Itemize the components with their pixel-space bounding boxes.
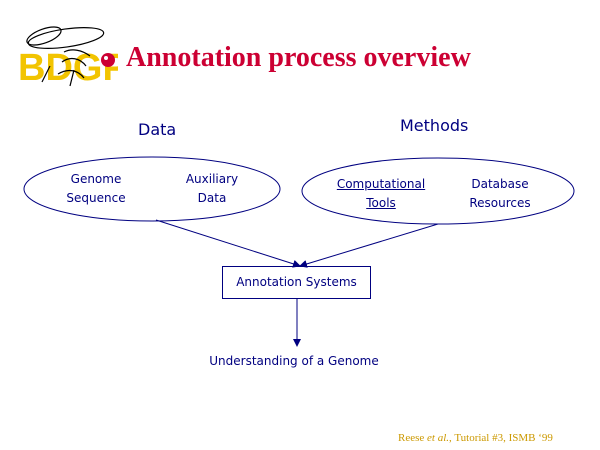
citation-etal: et al. xyxy=(427,432,450,444)
genome-sequence-line1: Genome xyxy=(70,172,122,186)
eye-highlight xyxy=(104,56,108,60)
auxiliary-data-line1: Auxiliary xyxy=(185,172,239,186)
database-resources-line1: Database xyxy=(471,177,529,191)
methods-to-annotation-connector xyxy=(299,223,439,268)
citation-rest: , Tutorial #3, ISMB ‘99 xyxy=(449,432,553,444)
data-to-annotation-connector xyxy=(155,219,301,268)
bdgp-logo: BDGP xyxy=(18,26,118,88)
fly-eye-icon xyxy=(101,53,115,67)
auxiliary-data-label: Auxiliary Data xyxy=(172,170,252,208)
auxiliary-data-line2: Data xyxy=(197,191,227,205)
data-ellipse xyxy=(23,156,281,222)
genome-sequence-label: Genome Sequence xyxy=(56,170,136,208)
fly-icon xyxy=(26,26,105,87)
logo-lettering: BDGP xyxy=(18,47,118,88)
citation-authors: Reese xyxy=(398,432,428,444)
database-resources-line2: Resources xyxy=(469,196,531,210)
outcome-label: Understanding of a Genome xyxy=(209,354,379,368)
computational-tools-line2[interactable]: Tools xyxy=(366,196,396,210)
computational-tools-line1[interactable]: Computational xyxy=(336,177,426,191)
database-resources-label: Database Resources xyxy=(455,175,545,213)
citation: Reese et al., Tutorial #3, ISMB ‘99 xyxy=(398,432,553,444)
slide-title: Annotation process overview xyxy=(126,42,471,73)
computational-tools-link[interactable]: Computational Tools xyxy=(326,175,436,213)
data-column-heading: Data xyxy=(138,120,177,139)
methods-column-heading: Methods xyxy=(400,116,469,135)
annotation-systems-box: Annotation Systems xyxy=(222,266,371,299)
genome-sequence-line2: Sequence xyxy=(66,191,126,205)
